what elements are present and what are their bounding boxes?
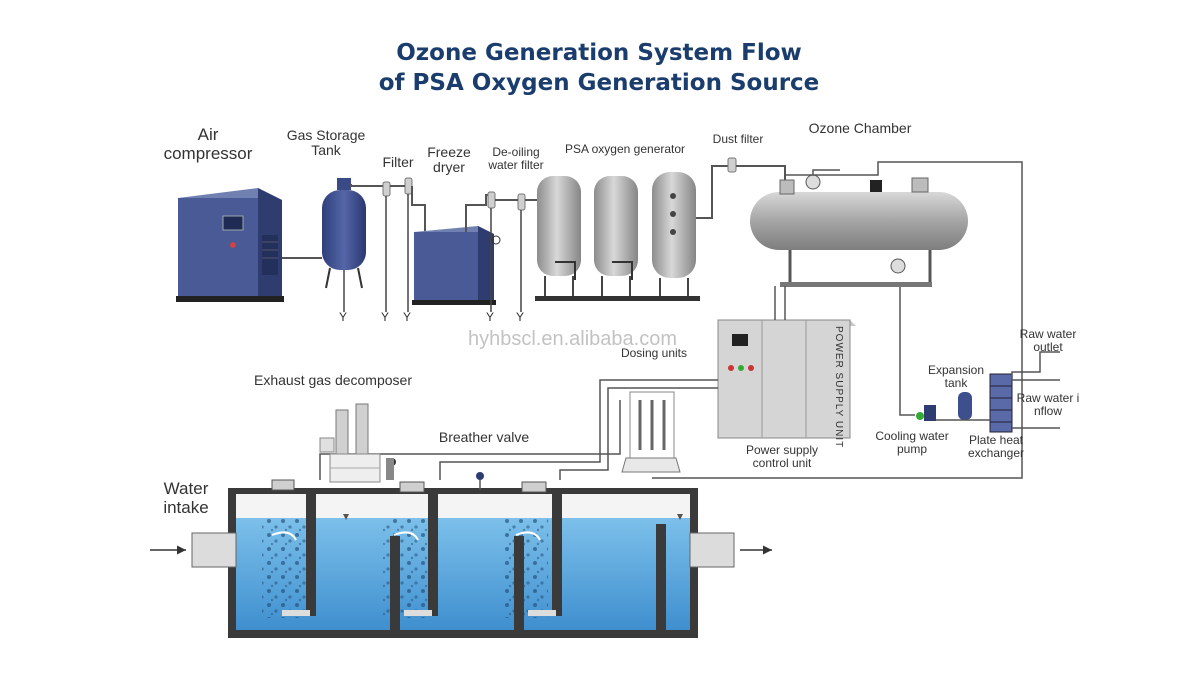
drain-mark: Y	[486, 310, 495, 324]
exhaust-gas-decomposer-label: Exhaust gas decomposer	[254, 372, 412, 388]
title-line-1: Ozone Generation System Flow	[396, 40, 802, 66]
power-supply-control-unit	[717, 286, 856, 439]
drain-mark: Y	[339, 310, 348, 324]
filter-pair	[382, 177, 426, 312]
dust-filter	[727, 157, 737, 173]
gas-storage-tank	[322, 178, 366, 312]
ozone-chamber-label: Ozone Chamber	[808, 120, 912, 136]
contact-tank	[228, 479, 698, 638]
drain-mark: Y	[381, 310, 390, 324]
power-supply-unit-panel-text: POWER SUPPLY UNIT	[833, 326, 844, 449]
cooling-loop	[899, 287, 1060, 433]
title-line-2: of PSA Oxygen Generation Source	[378, 70, 820, 96]
breather-valve-label: Breather valve	[438, 429, 530, 445]
dosing-units	[319, 379, 980, 480]
ozone-chamber	[750, 161, 1023, 479]
psa-oxygen-generator-label: PSA oxygen generator	[564, 142, 686, 156]
psa-oxygen-generator	[535, 172, 700, 301]
dosing-units-label: Dosing units	[620, 346, 688, 360]
drain-mark: Y	[403, 310, 412, 324]
watermark: hyhbscl.en.alibaba.com	[468, 328, 678, 350]
water-pipes	[150, 532, 772, 568]
drain-mark: Y	[516, 310, 525, 324]
exhaust-gas-decomposer	[319, 403, 396, 483]
breather-valve	[386, 458, 484, 490]
filter-label: Filter	[382, 154, 414, 170]
freeze-dryer	[412, 194, 496, 305]
de-oiling-water-filter	[487, 190, 541, 312]
dust-filter-label: Dust filter	[712, 132, 764, 146]
air-compressor	[176, 188, 284, 302]
